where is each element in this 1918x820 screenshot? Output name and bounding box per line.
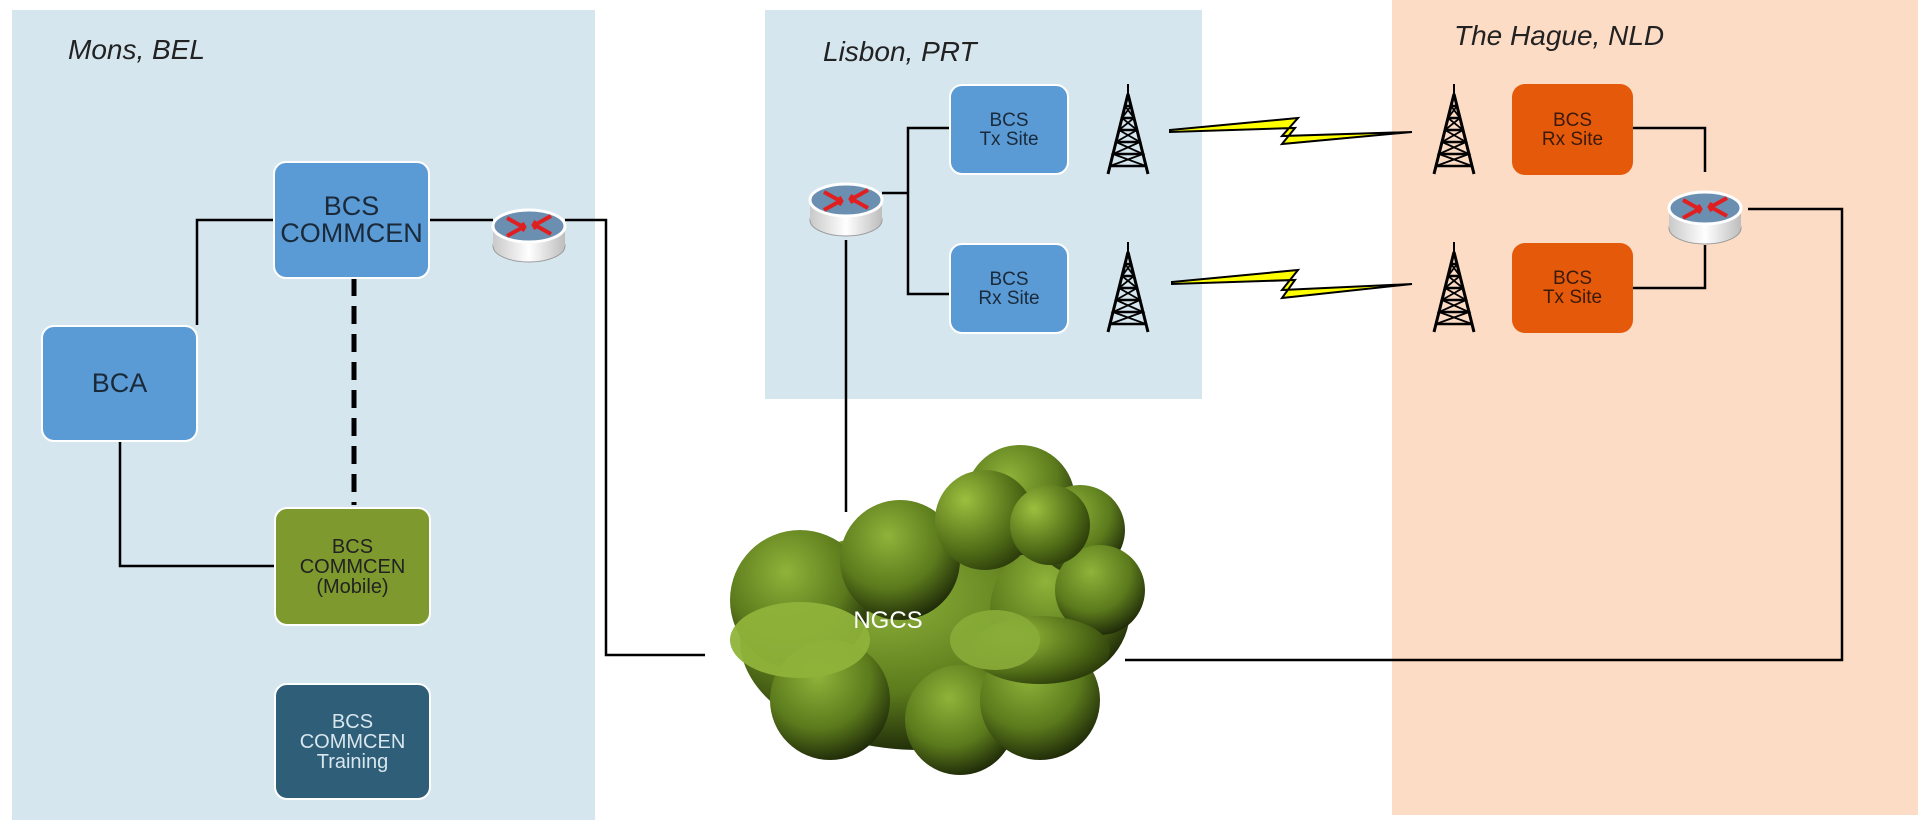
antenna-tower-icon [1106, 240, 1150, 334]
antenna-tower-icon [1432, 240, 1476, 334]
lisbon-tx-site-label: BCS Tx Site [979, 109, 1039, 150]
bcs-commcen-training-label: BCS COMMCEN Training [299, 710, 406, 773]
router-icon [491, 208, 567, 264]
antenna-tower-icon [1432, 82, 1476, 176]
lisbon-rx-site-label: BCS Rx Site [978, 268, 1040, 309]
region-label-lisbon: Lisbon, PRT [823, 36, 977, 67]
router-icon [1667, 190, 1743, 246]
lightning-link-icon [1171, 268, 1413, 300]
hague-rx-site-node: BCS Rx Site [1512, 84, 1633, 175]
hague-rx-site-label: BCS Rx Site [1541, 109, 1604, 150]
connection-lines [118, 126, 1844, 662]
cloud-label: NGCS [853, 607, 922, 634]
hague-tx-site-label: BCS Tx Site [1542, 268, 1603, 308]
hague-tx-site-node: BCS Tx Site [1512, 243, 1633, 333]
bcs-commcen-node: BCS COMMCEN [273, 161, 430, 279]
bca-label: BCA [91, 368, 148, 398]
lightning-link-icon [1169, 116, 1413, 146]
bcs-commcen-training-node: BCS COMMCEN Training [274, 683, 431, 800]
bcs-commcen-mobile-label: BCS COMMCEN (Mobile) [299, 535, 406, 598]
region-label-mons: Mons, BEL [68, 34, 205, 65]
router-icon [808, 182, 884, 238]
lisbon-tx-site-node: BCS Tx Site [949, 84, 1069, 175]
antenna-tower-icon [1106, 82, 1150, 176]
region-label-hague: The Hague, NLD [1454, 20, 1665, 51]
bcs-commcen-label: BCS COMMCEN [280, 191, 423, 248]
cloud-icon [730, 445, 1145, 775]
region-hague: The Hague, NLD [1392, 0, 1918, 815]
lisbon-rx-site-node: BCS Rx Site [949, 243, 1069, 334]
bca-node: BCA [41, 325, 198, 442]
bcs-commcen-mobile-node: BCS COMMCEN (Mobile) [274, 507, 431, 626]
